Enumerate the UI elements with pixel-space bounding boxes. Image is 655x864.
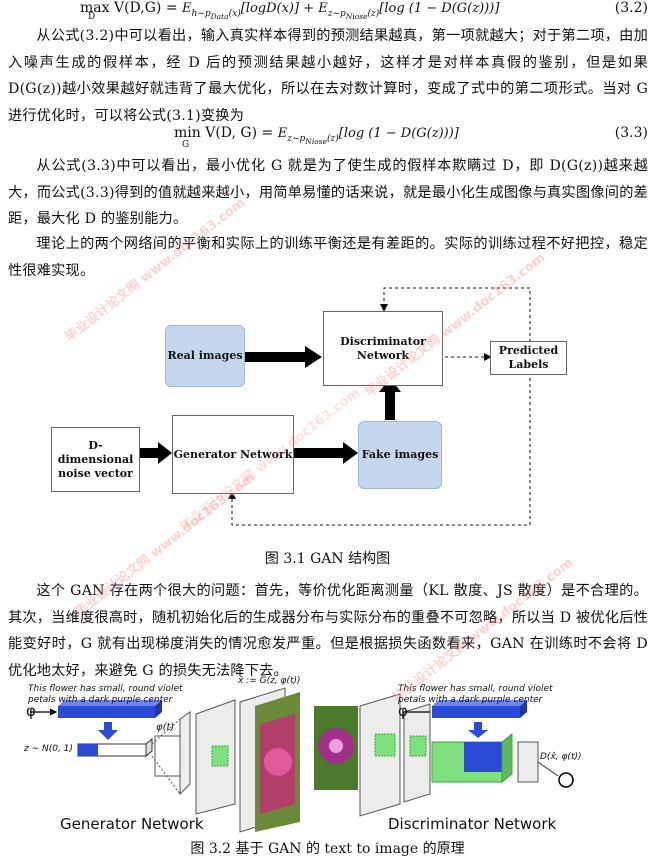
disc-output-node [558, 772, 574, 788]
disc-text-caption: This flower has small, round violet peta… [398, 684, 553, 705]
gen-embedding-bar [58, 706, 155, 718]
figure-1-caption: 图 3.1 GAN 结构图 [264, 551, 391, 567]
phi-t-label: φ(t) [156, 722, 175, 733]
x-hat-label: x̂ := G(z, φ(t)) [238, 676, 301, 686]
real-images-box: Real images [165, 325, 245, 387]
diagram-arrows [140, 287, 531, 526]
t2i-graphics [30, 687, 574, 833]
paragraph-3: 理论上的两个网络间的平衡和实际上的训练平衡还是有差距的。实际的训练过程不好把控，… [8, 236, 648, 279]
phi-left: φ [26, 702, 36, 720]
equation-number: (3.3) [614, 125, 648, 141]
equation-3-2: max D V(D,G) = Eh~pData(x)[logD(x)] + Ez… [80, 0, 648, 22]
arrow-fake-to-disc [379, 378, 401, 420]
equation-sub: D [88, 12, 96, 22]
arrow-gen-to-fake [293, 442, 358, 464]
text-to-image-diagram: This flower has small, round violet peta… [0, 676, 655, 834]
noise-vector-box: D-dimensional noise vector [51, 427, 140, 492]
arrow-noise-to-gen [140, 442, 172, 464]
paragraph-4: 这个 GAN 存在两个很大的问题：首先，等价优化距离测量（KL 散度、JS 散度… [8, 583, 648, 679]
discriminator-box: Discriminator Network [323, 311, 443, 386]
predicted-labels-box: Predicted Labels [490, 341, 567, 375]
feedback-to-gen [228, 378, 531, 526]
equation-3-3: min V(D, G) = Ez~pNiose(z)[log (1 − D(G(… [174, 125, 648, 150]
d-output-label: D(x̂, φ(t)) [540, 752, 582, 762]
generator-network-label: Generator Network [60, 815, 204, 833]
equation-sub: G [182, 140, 190, 150]
figure-2-caption: 图 3.2 基于 GAN 的 text to image 的原理 [190, 841, 465, 857]
phi-right: φ [398, 702, 408, 720]
arrow-real-to-disc [243, 346, 322, 368]
discriminator-network-label: Discriminator Network [388, 815, 557, 833]
gan-structure-diagram: Real images Discriminator Network Predic… [0, 280, 655, 530]
fake-images-box: Fake images [358, 421, 442, 489]
paragraph-2: 从公式(3.3)中可以看出，最小优化 G 就是为了使生成的假样本欺瞒过 D，即 … [8, 158, 648, 227]
z-dist-label: z ∼ N(0, 1) [24, 744, 73, 754]
generator-box: Generator Network [172, 415, 294, 494]
equation-number: (3.2) [614, 0, 648, 16]
paragraph-1: 从公式(3.2)中可以看出，输入真实样本得到的预测结果越真，第一项就越大；对于第… [8, 28, 648, 124]
disc-embedding-bar [432, 706, 520, 718]
gen-text-caption: This flower has small, round violet peta… [28, 684, 183, 705]
feedback-to-disc [380, 287, 531, 342]
